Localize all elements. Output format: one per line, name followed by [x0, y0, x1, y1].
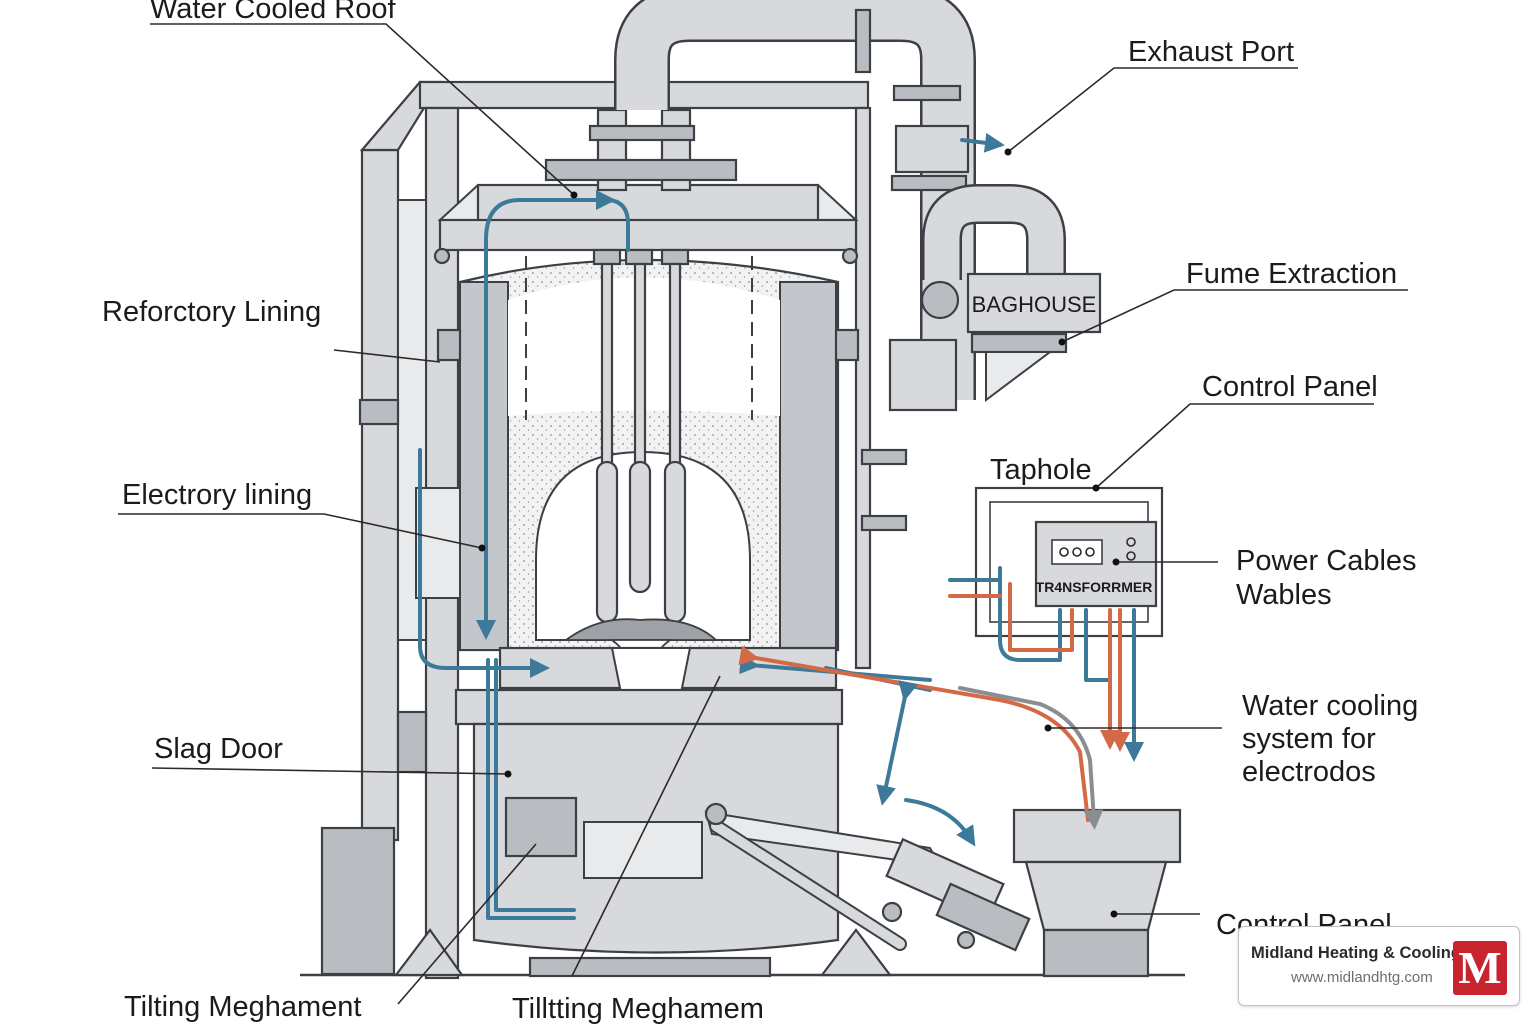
refractory-wall-right [779, 281, 837, 651]
label-exhaust-port: Exhaust Port [1128, 36, 1294, 68]
label-taphole: Taphole [990, 454, 1092, 486]
label-slag-door: Slag Door [154, 733, 283, 765]
label-refractory-lining: Reforctory Lining [102, 296, 321, 328]
label-water-cooled-roof: Water Cooled Roof [150, 0, 396, 25]
water-cooled-roof [433, 108, 859, 265]
label-control-panel-top: Control Panel [1202, 371, 1378, 403]
electrodes [563, 248, 719, 721]
exhaust-duct [614, 0, 1005, 532]
label-water-cooling-2: system for [1242, 723, 1376, 755]
label-tilting-left: Tilting Meghament [124, 991, 361, 1023]
cooling-and-power-lines [418, 190, 1144, 920]
label-tilting-center: Tilltting Meghamem [512, 993, 764, 1024]
transformer-label: TR4NSFORRMER [1036, 579, 1153, 595]
leader-lines [118, 23, 1408, 1005]
callout-labels: Water Cooled Roof Exhaust Port Reforctor… [102, 0, 1418, 1024]
baghouse-label: BAGHOUSE [972, 292, 1097, 317]
brand-name: Midland Heating & Cooling [1251, 944, 1461, 962]
ladle [1012, 808, 1182, 978]
label-electrode-lining: Electrory lining [122, 479, 312, 511]
brand-badge[interactable]: Midland Heating & Cooling www.midlandhtg… [1238, 926, 1520, 1006]
brand-logo-icon: M [1453, 941, 1507, 995]
label-fume-extraction: Fume Extraction [1186, 258, 1397, 290]
transformer-panel: TR4NSFORRMER [974, 486, 1164, 638]
label-water-cooling-1: Water cooling [1242, 690, 1418, 722]
baghouse-unit: BAGHOUSE [920, 184, 1102, 402]
brand-url[interactable]: www.midlandhtg.com [1291, 969, 1433, 986]
lower-vessel [454, 646, 893, 978]
label-power-cables: Power Cables [1236, 545, 1417, 577]
tilting-hydraulics [704, 802, 1031, 952]
label-power-cables-2: Wables [1236, 579, 1332, 611]
label-water-cooling-3: electrodos [1242, 756, 1376, 788]
